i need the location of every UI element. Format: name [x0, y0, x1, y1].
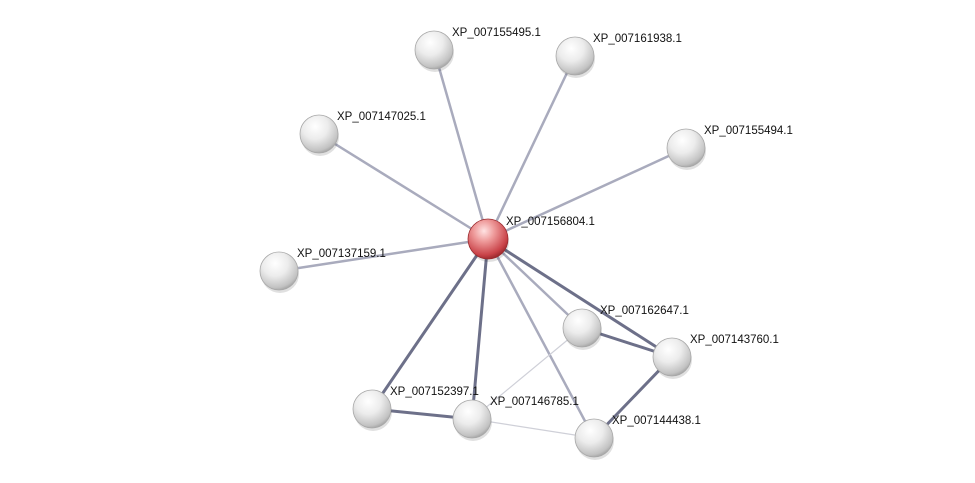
node-sphere[interactable] — [352, 389, 392, 429]
node-label: XP_007155495.1 — [452, 27, 541, 39]
edge-XP_007156804.1-XP_007147025.1[interactable] — [317, 132, 490, 241]
node-sphere[interactable] — [652, 337, 692, 377]
node-sphere[interactable] — [299, 114, 339, 154]
node-XP_007147025.1[interactable]: XP_007147025.1 — [299, 111, 426, 156]
node-XP_007143760.1[interactable]: XP_007143760.1 — [652, 334, 779, 379]
node-XP_007155494.1[interactable]: XP_007155494.1 — [666, 125, 793, 170]
edge-XP_007156804.1-XP_007155494.1[interactable] — [486, 146, 688, 241]
node-label: XP_007143760.1 — [690, 334, 779, 346]
node-label: XP_007161938.1 — [593, 33, 682, 45]
node-sphere[interactable] — [452, 399, 492, 439]
node-sphere[interactable] — [414, 30, 454, 70]
node-sphere[interactable] — [562, 308, 602, 348]
node-XP_007152397.1[interactable]: XP_007152397.1 — [352, 386, 479, 431]
edge-XP_007156804.1-XP_007146785.1[interactable] — [470, 237, 490, 421]
node-label: XP_007147025.1 — [337, 111, 426, 123]
edge-XP_007156804.1-XP_007162647.1[interactable] — [486, 237, 584, 330]
node-XP_007155495.1[interactable]: XP_007155495.1 — [414, 27, 541, 72]
node-sphere[interactable] — [666, 128, 706, 168]
edge-XP_007156804.1-XP_007152397.1[interactable] — [370, 237, 490, 411]
edge-XP_007156804.1-XP_007161938.1[interactable] — [486, 54, 577, 241]
node-sphere[interactable] — [259, 251, 299, 291]
node-label: XP_007155494.1 — [704, 125, 793, 137]
edge-XP_007156804.1-XP_007155495.1[interactable] — [432, 48, 490, 241]
node-XP_007162647.1[interactable]: XP_007162647.1 — [562, 305, 689, 350]
node-XP_007156804.1[interactable]: XP_007156804.1 — [467, 216, 595, 262]
node-label: XP_007137159.1 — [297, 248, 386, 260]
node-sphere[interactable] — [574, 418, 614, 458]
node-XP_007146785.1[interactable]: XP_007146785.1 — [452, 396, 579, 441]
edge-XP_007146785.1-XP_007144438.1[interactable] — [471, 418, 595, 439]
node-label: XP_007144438.1 — [612, 415, 701, 427]
edge-XP_007156804.1-XP_007137159.1[interactable] — [277, 237, 490, 273]
node-label: XP_007162647.1 — [600, 305, 689, 317]
node-label: XP_007152397.1 — [390, 386, 479, 398]
edge-XP_007156804.1-XP_007143760.1[interactable] — [486, 237, 674, 359]
node-label: XP_007146785.1 — [490, 396, 579, 408]
node-label: XP_007156804.1 — [506, 216, 595, 228]
node-XP_007161938.1[interactable]: XP_007161938.1 — [555, 33, 682, 78]
node-XP_007137159.1[interactable]: XP_007137159.1 — [259, 248, 386, 293]
edge-XP_007156804.1-XP_007144438.1[interactable] — [486, 237, 596, 440]
query-node-sphere[interactable] — [467, 218, 509, 260]
edge-XP_007146785.1-XP_007162647.1[interactable] — [471, 327, 583, 420]
node-XP_007144438.1[interactable]: XP_007144438.1 — [574, 415, 701, 460]
node-sphere[interactable] — [555, 36, 595, 76]
